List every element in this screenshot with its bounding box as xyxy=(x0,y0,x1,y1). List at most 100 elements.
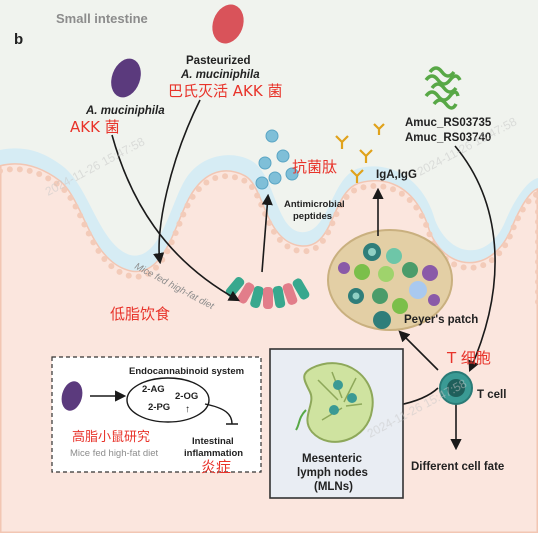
epithelial-cell xyxy=(172,230,179,237)
epithelial-cell xyxy=(360,184,367,191)
epithelial-cell xyxy=(77,212,84,219)
amp-line1: Antimicrobial xyxy=(284,199,345,210)
epithelial-cell xyxy=(389,186,396,193)
epithelial-cell-cluster xyxy=(225,276,310,309)
epithelial-cell xyxy=(180,211,187,218)
epithelial-cell xyxy=(293,247,300,254)
epithelial-cell xyxy=(519,206,526,213)
epithelial-cell xyxy=(413,204,420,211)
epithelial-cell xyxy=(535,198,538,205)
epithelial-cell xyxy=(258,201,265,208)
antimicrobial-peptide-dots xyxy=(255,129,299,190)
t-cell-cn: T 细胞 xyxy=(446,349,491,367)
epithelial-cell xyxy=(90,239,97,246)
epithelial-cell xyxy=(535,248,538,255)
epithelial-cell xyxy=(329,220,336,227)
epithelial-cell xyxy=(61,187,68,194)
epithelial-cell xyxy=(266,220,273,227)
epithelial-cell xyxy=(195,186,202,193)
epithelial-cell xyxy=(351,187,358,194)
pasteurized-line2: A. muciniphila xyxy=(180,69,260,81)
epithelial-cell xyxy=(514,215,521,222)
epithelial-cell xyxy=(502,242,509,249)
epithelial-cell xyxy=(470,264,477,271)
epithelial-cell xyxy=(535,268,538,275)
epithelial-cell xyxy=(535,208,538,215)
epithelial-cell xyxy=(535,218,538,225)
mln-line3: (MLNs) xyxy=(314,481,353,493)
amuc-line1: Amuc_RS03735 xyxy=(405,117,492,129)
epithelial-cell xyxy=(145,270,152,277)
epithelial-cell xyxy=(451,261,458,268)
protein-structure-icon xyxy=(424,66,462,110)
epithelial-cell xyxy=(325,229,332,236)
peyers-t-cell-icon xyxy=(373,311,391,329)
inset-2og: 2-OG xyxy=(175,391,198,402)
epithelial-cell xyxy=(0,168,3,174)
epithelial-cell xyxy=(203,179,210,186)
epithelial-cell xyxy=(53,180,60,187)
epithelial-cell xyxy=(108,263,115,270)
epithelial-cell xyxy=(152,264,159,271)
low-fat-diet-cn: 低脂饮食 xyxy=(110,305,170,323)
iga-label: IgA,IgG xyxy=(376,169,417,181)
inset-bacterium-icon xyxy=(61,381,83,411)
epithelial-cell xyxy=(85,230,92,237)
epithelial-cell xyxy=(16,166,23,173)
epithelial-cell xyxy=(270,228,277,235)
epithelial-cell xyxy=(101,255,108,262)
epithelial-cell xyxy=(26,167,33,174)
akk-name-cn: AKK 菌 xyxy=(70,118,120,136)
epithelial-cell xyxy=(6,166,13,173)
epithelial-cell xyxy=(460,264,467,271)
antibody-icons xyxy=(335,123,385,183)
epithelial-cell xyxy=(506,233,513,240)
epithelial-cell xyxy=(303,248,310,255)
epithelial-cell xyxy=(510,224,517,231)
epithelial-cell xyxy=(67,194,74,201)
epithelial-cell xyxy=(343,193,350,200)
epithelial-cell xyxy=(164,248,171,255)
epithelial-cell xyxy=(276,236,283,243)
different-fate-label: Different cell fate xyxy=(411,461,504,473)
inhibition-line xyxy=(204,403,238,425)
epithelial-cell xyxy=(222,173,229,180)
epithelial-cell xyxy=(480,262,487,269)
inset-inflammation-line1: Intestinal xyxy=(192,436,234,447)
epithelial-cell xyxy=(312,244,319,251)
epithelial-cell xyxy=(535,238,538,245)
epithelial-cell xyxy=(488,257,495,264)
epithelial-cell xyxy=(525,198,532,205)
epithelial-cell xyxy=(135,273,142,280)
inset-inflammation-line2: inflammation xyxy=(184,448,243,459)
inset-2ag: 2-AG xyxy=(142,384,165,395)
epithelial-cell xyxy=(535,278,538,285)
pasteurized-name-cn: 巴氏灭活 AKK 菌 xyxy=(168,82,282,100)
epithelial-cell xyxy=(533,191,538,198)
t-cell-label: T cell xyxy=(477,389,506,401)
immune-cells xyxy=(338,243,440,314)
mucus-layer xyxy=(0,148,538,271)
epithelial-cell xyxy=(418,212,425,219)
pasteurized-bacterium-icon xyxy=(212,4,244,44)
epithelial-cell xyxy=(333,211,340,218)
epithelial-cell xyxy=(241,177,248,184)
epithelial-cell xyxy=(535,288,538,295)
inset-ellipse xyxy=(126,377,210,423)
epithelial-cell xyxy=(95,247,102,254)
amp-cn: 抗菌肽 xyxy=(292,158,337,176)
epithelial-cell xyxy=(254,192,261,199)
lymph-node-icon xyxy=(295,362,374,443)
epithelial-cell xyxy=(398,190,405,197)
region-label: Small intestine xyxy=(56,11,148,26)
epithelial-cells xyxy=(0,166,538,305)
peyers-patch-label: Peyer's patch xyxy=(404,314,478,326)
epithelial-cell xyxy=(496,250,503,257)
pasteurized-line1: Pasteurized xyxy=(186,55,251,67)
epithelial-cell xyxy=(176,220,183,227)
epithelial-cell xyxy=(184,202,191,209)
epithelial-cell xyxy=(380,183,387,190)
amp-line2: peptides xyxy=(293,211,332,222)
epithelial-cell xyxy=(231,174,238,181)
